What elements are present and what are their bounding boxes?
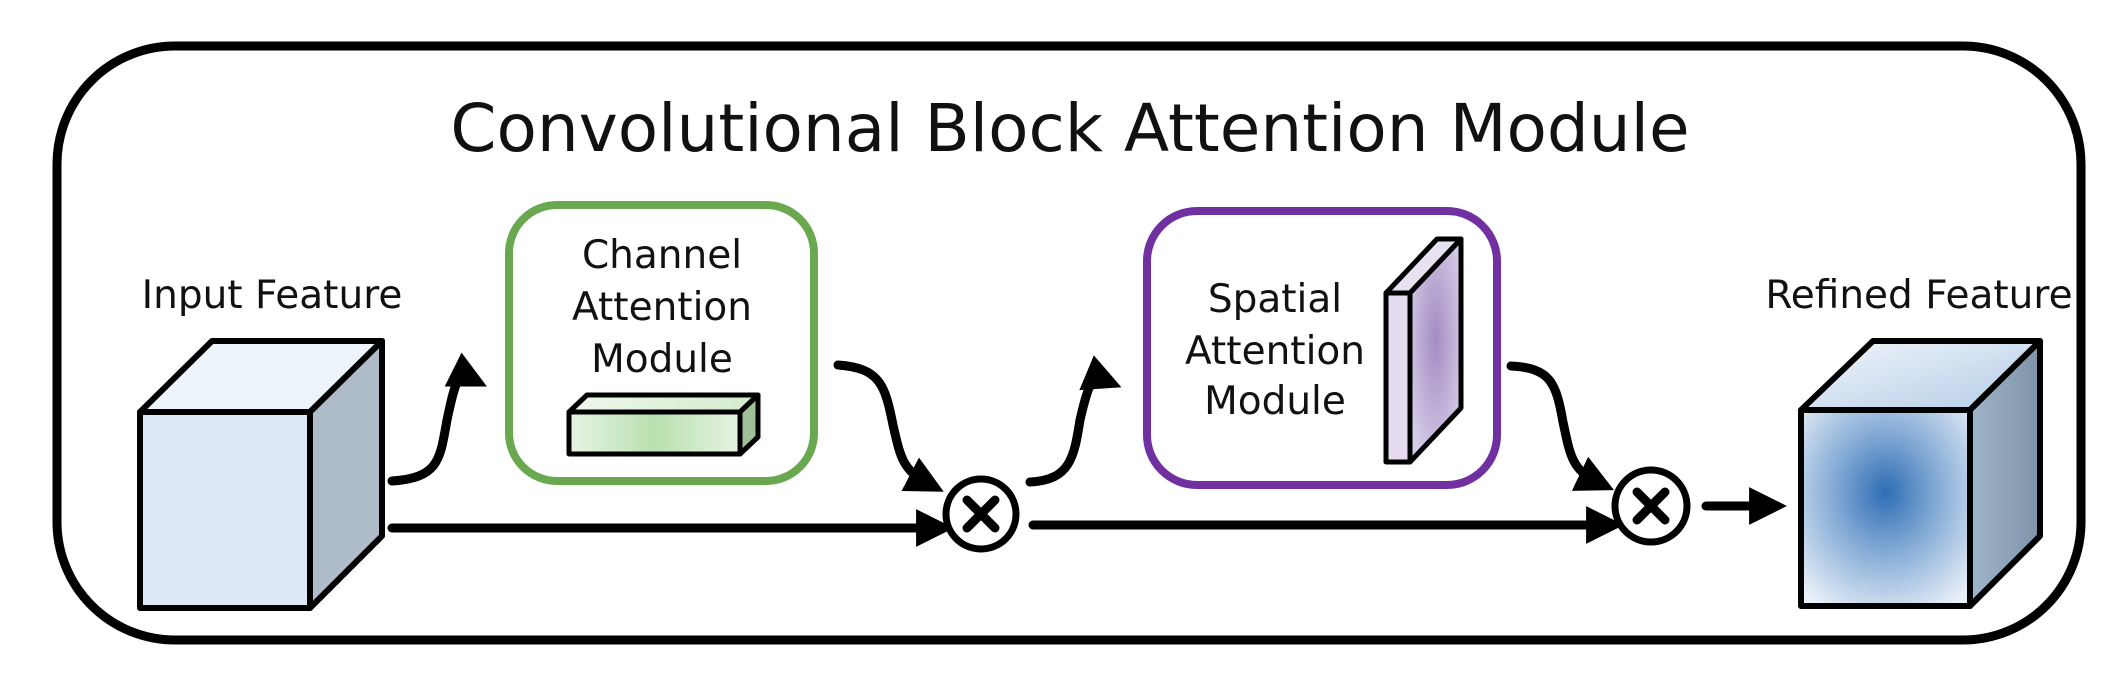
multiply-node-1 (942, 475, 1020, 553)
multiply-node-2 (1611, 466, 1691, 546)
input-feature-cube-icon (137, 338, 385, 611)
spatial-attention-line2: Attention (1185, 329, 1365, 374)
refined-feature-label: Refined Feature (1765, 273, 2072, 318)
arrow-spatial-to-multiply2 (1506, 361, 1615, 491)
arrow-channel-to-multiply1 (833, 360, 944, 492)
diagram-title: Convolutional Block Attention Module (450, 90, 1689, 167)
channel-attention-line3: Module (591, 337, 733, 382)
outer-frame (52, 41, 2086, 645)
spatial-attention-plane-icon (1383, 236, 1464, 465)
refined-feature-cube-icon (1798, 338, 2043, 609)
multiply-icon (962, 495, 1000, 533)
connectors (387, 352, 1787, 547)
arrow-multiply1-to-spatial (1025, 355, 1122, 487)
channel-attention-bar-icon (566, 392, 761, 457)
channel-attention-line2: Attention (572, 285, 752, 330)
spatial-attention-line1: Spatial (1208, 277, 1342, 322)
channel-attention-line1: Channel (582, 233, 742, 278)
input-feature-label: Input Feature (142, 273, 403, 318)
arrow-input-to-channel (387, 352, 487, 486)
spatial-attention-line3: Module (1204, 379, 1346, 424)
multiply-icon (1632, 487, 1670, 525)
